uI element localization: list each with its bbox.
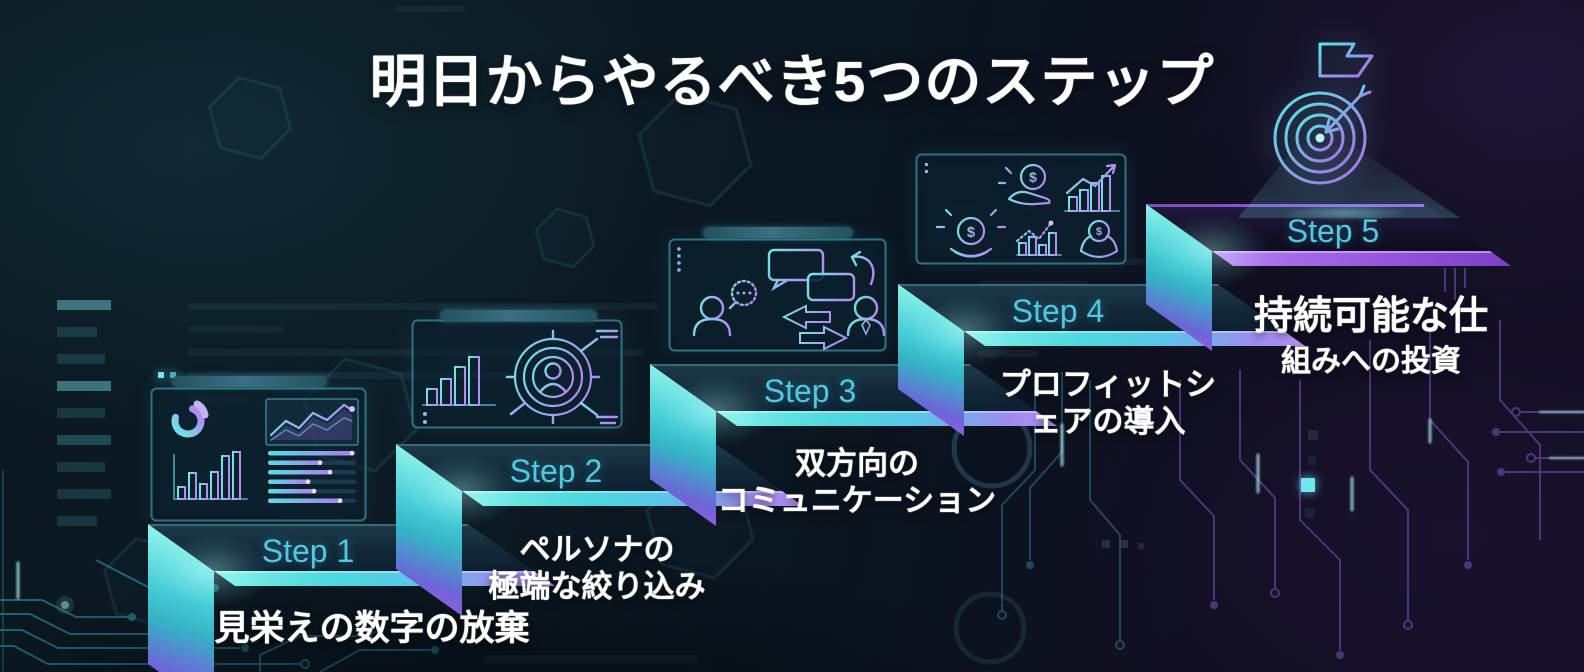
step-4-description-line1: プロフィットシ bbox=[999, 367, 1217, 402]
two-way-communication-icon bbox=[668, 238, 887, 352]
step-2-description: ペルソナの 極端な絞り込み bbox=[447, 531, 747, 605]
svg-text:$: $ bbox=[967, 224, 976, 241]
faint-text-line bbox=[188, 326, 283, 333]
pixel-square bbox=[1301, 478, 1315, 492]
data-bars-decoration bbox=[57, 300, 111, 543]
step-3-description-line1: 双方向の bbox=[795, 446, 919, 481]
pixel-square bbox=[1305, 508, 1315, 518]
faint-text-block bbox=[482, 655, 697, 672]
faint-text-line bbox=[395, 6, 465, 12]
step-3-panel bbox=[668, 238, 887, 357]
faint-text-line bbox=[188, 303, 658, 310]
panel-handle bbox=[440, 310, 597, 321]
page-title: 明日からやるべき5つのステップ bbox=[369, 50, 1215, 114]
step-1-panel bbox=[150, 387, 367, 527]
step-5-description-line2: 組みへの投資 bbox=[1281, 345, 1461, 378]
step-2-description-line1: ペルソナの bbox=[519, 532, 675, 567]
step-4-description: プロフィットシ ェアの導入 bbox=[948, 366, 1268, 440]
step-3-description: 双方向の コミュニケーション bbox=[687, 445, 1027, 519]
pixel-square bbox=[158, 372, 164, 378]
step-3-description-line2: コミュニケーション bbox=[717, 483, 997, 518]
panel-handle bbox=[172, 376, 327, 387]
pixel-square bbox=[1308, 457, 1316, 465]
beam-glow bbox=[1255, 200, 1435, 226]
step-1-description-line1: 見栄えの数字の放棄 bbox=[214, 609, 530, 648]
persona-target-icon bbox=[411, 319, 623, 429]
faint-text-block bbox=[395, 6, 465, 28]
faint-text-line bbox=[978, 350, 1038, 357]
pixel-square bbox=[1138, 543, 1144, 549]
pixel-square bbox=[1102, 540, 1110, 548]
svg-text:$: $ bbox=[1096, 226, 1102, 238]
step-5-description-line1: 持続可能な仕 bbox=[1253, 295, 1488, 338]
pixel-square bbox=[1120, 540, 1128, 548]
panel-handle bbox=[703, 227, 853, 238]
profit-share-icon: $ $ $ bbox=[915, 153, 1127, 265]
step-5-description: 持続可能な仕 組みへの投資 bbox=[1221, 285, 1521, 383]
faint-text-line bbox=[482, 655, 697, 663]
pixel-square bbox=[1308, 430, 1318, 440]
svg-text:$: $ bbox=[1029, 169, 1037, 185]
step-2-description-line2: 極端な絞り込み bbox=[488, 569, 706, 604]
step-4-panel: $ $ $ bbox=[915, 153, 1127, 270]
step-4-description-line2: ェアの導入 bbox=[1030, 404, 1186, 439]
dashboard-analytics-icon bbox=[150, 387, 367, 522]
step-1-description: 見栄えの数字の放棄 bbox=[172, 600, 572, 651]
step-2-panel bbox=[411, 319, 623, 434]
